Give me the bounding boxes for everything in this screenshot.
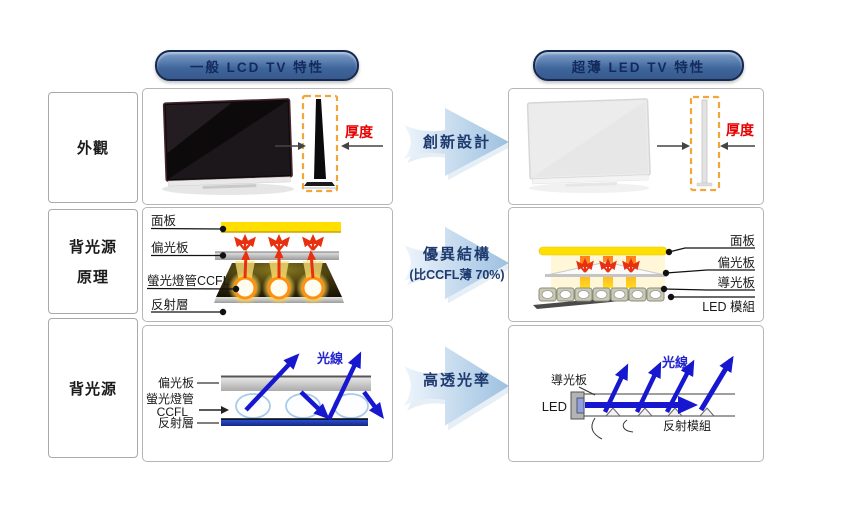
thickness-arrows [275, 142, 383, 150]
led-tv-front-ghost [526, 98, 651, 187]
layer-labels: 面板 偏光板 螢光燈管CCFL 反射層 [146, 214, 240, 316]
led-module-label: LED 模組 [702, 300, 755, 314]
row-label-backlight: 背光源 [48, 318, 138, 458]
panel-led-appearance: 厚度 [508, 88, 764, 205]
lcd-backlight-diagram: 光線 [146, 351, 384, 430]
light-guide-label: 導光板 [717, 275, 755, 290]
lcd-tv-side [304, 99, 336, 189]
reflector-module-label: 反射模組 [663, 418, 711, 433]
lamp-arrows [241, 248, 317, 279]
thickness-label: 厚度 [345, 124, 374, 140]
led-backlight-diagram: 光線 [542, 355, 735, 440]
lcd-title-pill: 一般 LCD TV 特性 [155, 50, 359, 81]
row-label-principle-text2: 原理 [76, 269, 109, 286]
reflector-bar [221, 418, 368, 426]
thickness-arrows [657, 142, 755, 150]
row-label-appearance: 外觀 [48, 92, 138, 203]
chevron-arrow-icon [404, 346, 512, 431]
row-label-principle: 背光源 原理 [48, 209, 138, 314]
panel-lcd-appearance: 厚度 [142, 88, 393, 205]
panel-led-backlight: 光線 [508, 325, 764, 462]
panel-lcd-backlight: 光線 [142, 325, 393, 462]
polarizer-bar [215, 251, 339, 260]
transition-arrow-appearance: 創新設計 [393, 94, 521, 190]
led-title-pill: 超薄 LED TV 特性 [533, 50, 744, 81]
transition-arrow-backlight: 高透光率 [393, 330, 521, 442]
layer-labels: 面板 偏光板 導光板 LED 模組 [660, 234, 756, 314]
tv-shadow [162, 183, 294, 195]
reflector-label: 反射層 [151, 297, 189, 312]
light-ray-arrows [585, 355, 734, 414]
layer-labels: 偏光板 螢光燈管 CCFL 反射層 [146, 375, 229, 430]
led-title-label: 超薄 LED TV 特性 [571, 59, 706, 75]
transition-arrow-principle-sublabel: (比CCFL薄 70%) [409, 268, 505, 282]
polarizer-label: 偏光板 [158, 375, 194, 390]
led-source [570, 391, 585, 420]
led-tv-side-thin [696, 99, 713, 187]
diffused-light-arrows [234, 234, 324, 251]
lcd-principle-diagram: 面板 偏光板 螢光燈管CCFL 反射層 [146, 214, 344, 316]
polarizer-label: 偏光板 [151, 240, 189, 255]
lcd-appearance-diagram: 厚度 [162, 94, 383, 195]
row-label-backlight-text: 背光源 [68, 380, 117, 398]
row-label-principle-text1: 背光源 [68, 239, 117, 256]
ccfl-lamps [228, 271, 330, 305]
led-principle-diagram: 面板 偏光板 導光板 LED 模組 [533, 234, 756, 314]
reflector-label: 反射層 [158, 415, 194, 430]
panel-label: 面板 [730, 234, 756, 248]
ccfl-label-line2: CCFL [157, 405, 189, 419]
panel-led-principle: 面板 偏光板 導光板 LED 模組 [508, 207, 764, 322]
pointer-squiggles [591, 417, 634, 440]
diffused-light-arrows [576, 258, 640, 273]
row-label-appearance-text: 外觀 [76, 140, 109, 157]
panel-label: 面板 [151, 214, 177, 228]
polarizer-bar [221, 375, 371, 391]
lcd-title-label: 一般 LCD TV 特性 [189, 59, 325, 75]
transition-arrow-principle-label: 優異結構 [422, 246, 491, 263]
light-guide-bar [545, 274, 667, 277]
polarizer-label: 偏光板 [717, 255, 755, 270]
panel-layer-bar [538, 246, 668, 256]
thickness-highlight-box [689, 95, 721, 192]
ccfl-label-line1: 螢光燈管 [146, 391, 194, 406]
light-ray-label: 光線 [661, 355, 689, 370]
chevron-arrow-icon [404, 226, 512, 304]
transition-arrow-appearance-label: 創新設計 [422, 133, 491, 151]
light-guide-label: 導光板 [551, 373, 587, 387]
lcd-tv-front [162, 98, 293, 189]
led-appearance-diagram: 厚度 [526, 95, 755, 193]
led-module-row [533, 287, 665, 309]
thickness-highlight-box [301, 94, 339, 193]
light-ray-arrows [244, 351, 384, 420]
light-ray-label: 光線 [316, 351, 344, 366]
reflector-bumps [604, 407, 716, 417]
thickness-label: 厚度 [726, 122, 755, 138]
panel-lcd-principle: 面板 偏光板 螢光燈管CCFL 反射層 [142, 207, 393, 322]
led-label: LED [542, 399, 567, 414]
panel-layer-bar [221, 222, 341, 233]
layer-labels: 導光板 LED 反射模組 [542, 373, 711, 433]
transition-arrow-principle: 優異結構 (比CCFL薄 70%) [393, 212, 521, 314]
transition-arrow-backlight-label: 高透光率 [422, 371, 491, 389]
chevron-arrow-icon [404, 108, 512, 180]
tv-shadow [529, 183, 649, 193]
ccfl-label: 螢光燈管CCFL [147, 273, 230, 288]
